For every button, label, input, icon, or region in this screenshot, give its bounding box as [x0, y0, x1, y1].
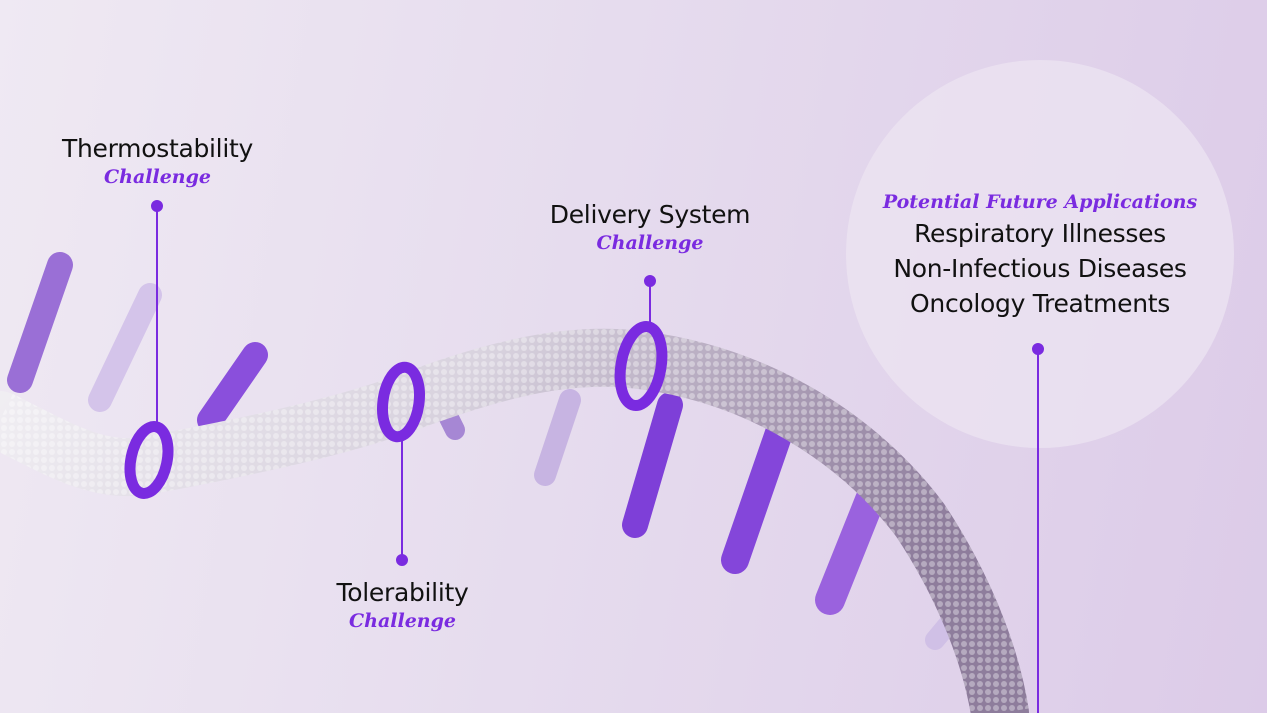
callout-title: Thermostability [62, 134, 253, 163]
applications-heading: Potential Future Applications [882, 191, 1198, 213]
callout-delivery-system: Delivery System Challenge [520, 200, 780, 256]
callout-title: Delivery System [549, 200, 751, 229]
pointer-dot [396, 554, 408, 566]
application-item: Respiratory Illnesses [914, 219, 1166, 248]
callout-title: Tolerability [336, 578, 469, 607]
future-applications: Potential Future Applications Respirator… [846, 188, 1234, 321]
ring-tolerability [377, 361, 425, 443]
callout-thermostability: Thermostability Challenge [30, 134, 285, 190]
callout-pointers [151, 200, 1044, 713]
applications-bubble [846, 60, 1234, 448]
application-item: Non-Infectious Diseases [893, 254, 1187, 283]
callout-subtitle: Challenge [596, 232, 704, 254]
callout-tolerability: Tolerability Challenge [290, 578, 515, 634]
callout-subtitle: Challenge [104, 166, 211, 188]
pointer-dot [151, 200, 163, 212]
application-item: Oncology Treatments [910, 289, 1170, 318]
callout-subtitle: Challenge [349, 610, 456, 632]
pointer-dot [644, 275, 656, 287]
pointer-dot [1032, 343, 1044, 355]
ring-delivery [614, 320, 668, 412]
